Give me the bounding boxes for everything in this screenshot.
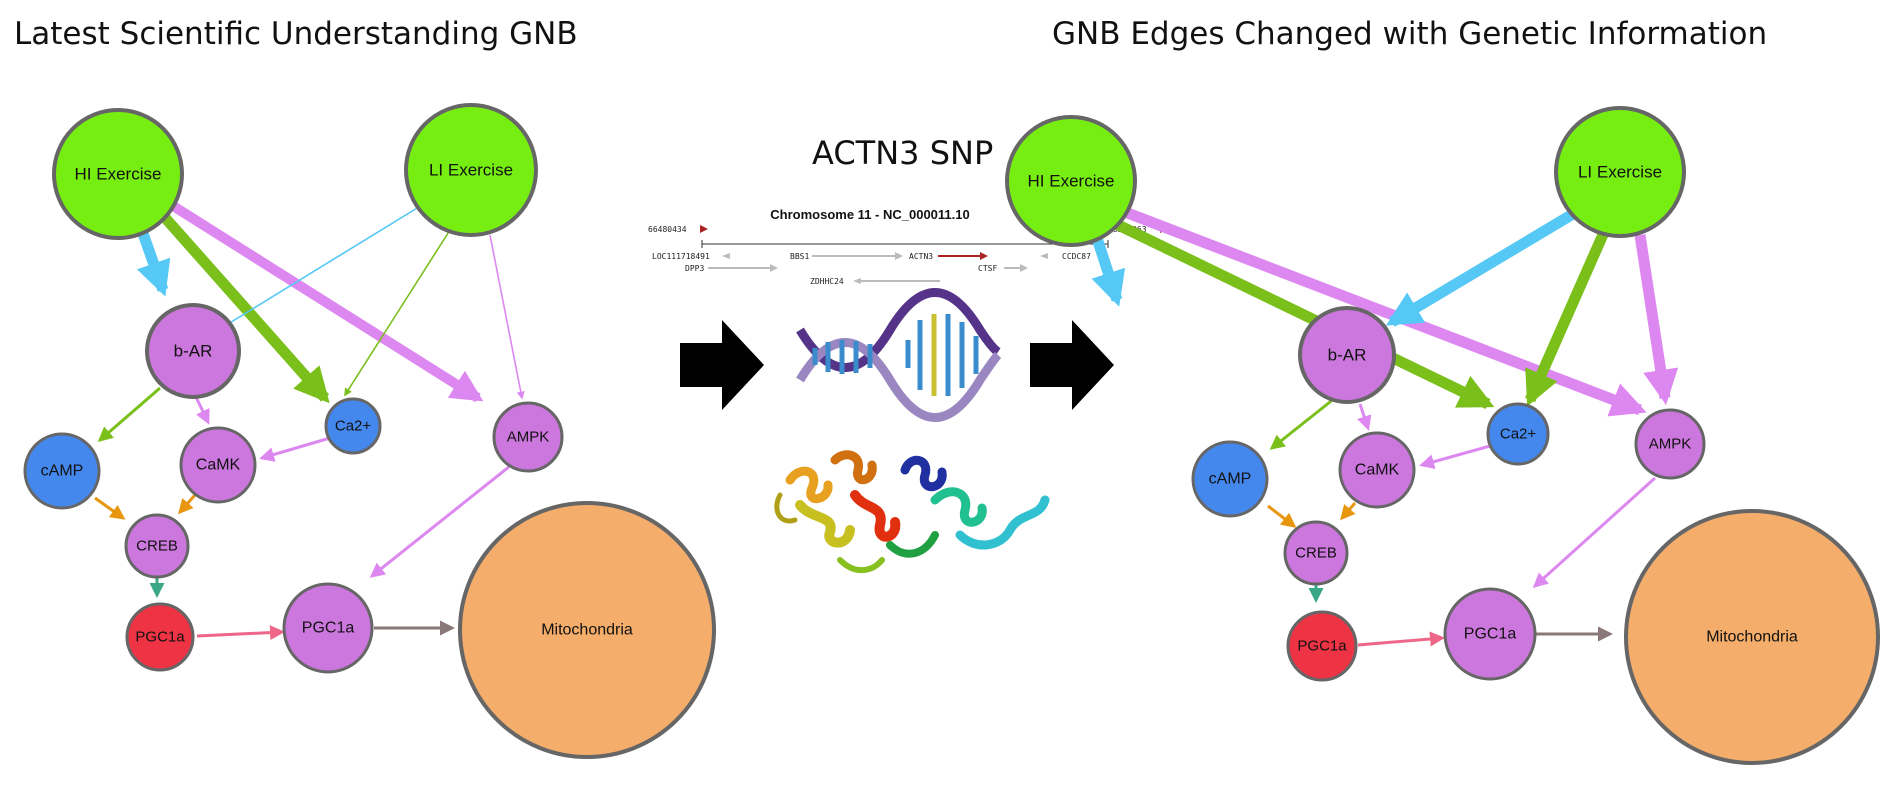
right-network: HI Exercise LI Exercise b-AR Ca2+ AMPK c…	[1005, 106, 1880, 765]
right-panel-title: GNB Edges Changed with Genetic Informati…	[1052, 16, 1768, 52]
svg-text:LI Exercise: LI Exercise	[1578, 163, 1662, 182]
svg-text:PGC1a: PGC1a	[302, 620, 355, 637]
node-r-mitochondria: Mitochondria	[1624, 509, 1880, 765]
edge-ampk-to-pgc1a	[369, 464, 511, 578]
svg-text:PGC1a: PGC1a	[1297, 638, 1347, 655]
edge-r-hi-to-bar	[1089, 230, 1126, 307]
edge-r-camk-to-creb	[1340, 502, 1357, 521]
edge-camp-to-creb	[94, 496, 126, 520]
svg-text:CaMK: CaMK	[196, 457, 241, 474]
node-r-ampk: AMPK	[1634, 408, 1706, 480]
genome-start: 66480434	[648, 225, 687, 234]
gene-zdhhc24: ZDHHC24	[810, 277, 844, 286]
chromosome-title: Chromosome 11 - NC_000011.10	[770, 207, 969, 222]
edge-r-li-to-ca2	[1524, 227, 1611, 407]
node-camk: CaMK	[179, 426, 257, 504]
edge-li-to-bar	[208, 204, 423, 336]
svg-text:Ca2+: Ca2+	[1500, 426, 1537, 443]
edge-ca2-to-camk	[259, 436, 331, 462]
left-panel-title: Latest Scientific Understanding GNB	[14, 16, 578, 52]
node-camp: cAMP	[23, 432, 101, 510]
svg-text:PGC1a: PGC1a	[135, 629, 185, 646]
node-r-li-exercise: LI Exercise	[1554, 106, 1686, 238]
edge-hi-to-ampk	[167, 199, 484, 403]
edge-li-to-ca2	[344, 229, 451, 397]
node-r-pgc1a: PGC1a	[1443, 587, 1537, 681]
edge-hi-to-ca2	[155, 208, 330, 404]
node-r-ca2: Ca2+	[1486, 402, 1550, 466]
edge-r-li-to-ampk	[1634, 234, 1679, 405]
edge-r-bar-to-camp	[1269, 396, 1336, 450]
edge-r-hi-to-ca2-visible	[1109, 217, 1495, 409]
gene-loc: LOC111718491	[652, 252, 710, 261]
svg-text:Mitochondria: Mitochondria	[1706, 629, 1798, 646]
svg-text:CREB: CREB	[1295, 545, 1337, 562]
edge-r-pgc1a-red-to-pgc1a	[1357, 631, 1445, 647]
gene-dpp3: DPP3	[685, 264, 704, 273]
svg-text:LI Exercise: LI Exercise	[429, 161, 513, 180]
node-b-ar: b-AR	[145, 303, 241, 399]
gene-ccdc87: CCDC87	[1062, 252, 1091, 261]
node-r-hi-exercise: HI Exercise	[1005, 115, 1137, 247]
center-arrow-right	[1030, 320, 1114, 410]
left-edges	[94, 199, 525, 641]
svg-text:AMPK: AMPK	[1649, 436, 1692, 453]
svg-text:CREB: CREB	[136, 538, 178, 555]
svg-text:PGC1a: PGC1a	[1464, 626, 1517, 643]
edge-pgc1a-red-to-pgc1a	[196, 625, 285, 641]
svg-text:b-AR: b-AR	[174, 342, 213, 361]
edge-camk-to-creb	[178, 494, 197, 515]
node-r-pgc1a-red: PGC1a	[1286, 610, 1358, 682]
gene-ctsf: CTSF	[978, 264, 997, 273]
svg-text:cAMP: cAMP	[41, 463, 84, 480]
edge-r-li-to-bar	[1385, 200, 1591, 327]
svg-text:AMPK: AMPK	[507, 429, 550, 446]
edge-bar-to-camk	[193, 394, 210, 425]
edge-r-bar-to-camk	[1357, 403, 1372, 431]
edge-hi-to-bar	[134, 223, 171, 297]
gene-actn3: ACTN3	[909, 252, 933, 261]
svg-text:CaMK: CaMK	[1355, 462, 1400, 479]
edge-li-to-ampk	[489, 234, 525, 400]
node-li-exercise: LI Exercise	[404, 103, 538, 237]
svg-text:HI Exercise: HI Exercise	[75, 165, 162, 184]
svg-text:HI Exercise: HI Exercise	[1028, 172, 1115, 191]
edge-r-ca2-to-camk	[1419, 444, 1491, 469]
node-hi-exercise: HI Exercise	[52, 108, 184, 240]
node-ca2: Ca2+	[324, 397, 382, 455]
node-mitochondria: Mitochondria	[458, 501, 716, 759]
node-pgc1a-red: PGC1a	[125, 602, 195, 672]
node-pgc1a: PGC1a	[282, 582, 374, 674]
edge-r-camp-to-creb	[1267, 504, 1297, 528]
edge-r-ampk-to-pgc1a	[1532, 476, 1657, 589]
dna-helix-image	[796, 288, 1002, 422]
svg-text:Ca2+: Ca2+	[335, 418, 372, 435]
svg-text:cAMP: cAMP	[1209, 471, 1252, 488]
node-ampk: AMPK	[492, 401, 564, 473]
node-r-creb: CREB	[1283, 520, 1349, 586]
edge-bar-to-camp	[97, 386, 161, 442]
node-r-b-ar: b-AR	[1298, 306, 1396, 404]
node-creb: CREB	[124, 513, 190, 579]
snp-title: ACTN3 SNP	[812, 134, 994, 172]
svg-text:Mitochondria: Mitochondria	[541, 622, 633, 639]
left-network: HI Exercise LI Exercise b-AR Ca2+ AMPK c…	[23, 103, 716, 759]
node-r-camp: cAMP	[1191, 440, 1269, 518]
protein-structure-image	[774, 450, 1050, 574]
gene-bbs1: BBS1	[790, 252, 809, 261]
node-r-camk: CaMK	[1338, 431, 1416, 509]
right-edges	[1089, 200, 1679, 647]
svg-text:b-AR: b-AR	[1328, 346, 1367, 365]
center-arrow-left	[680, 320, 764, 410]
